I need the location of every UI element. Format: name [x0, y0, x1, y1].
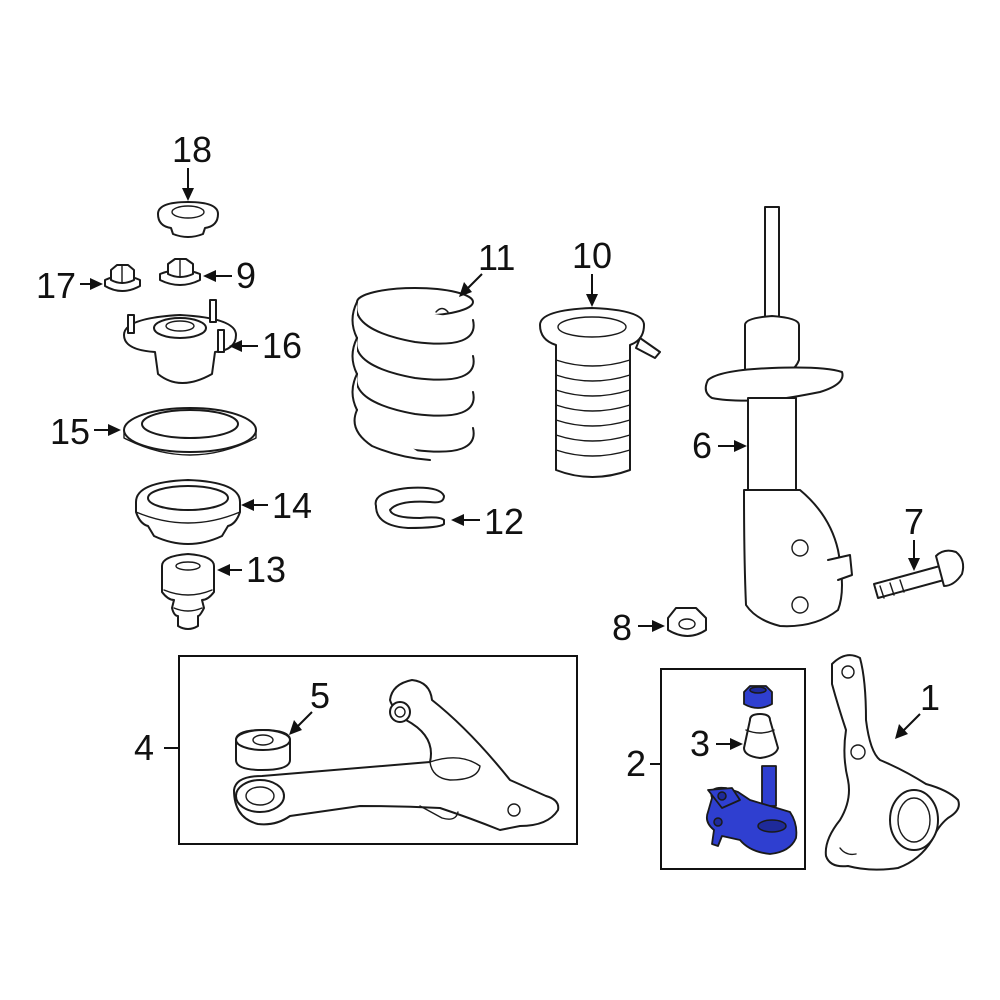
- callout-17: 17: [36, 265, 76, 306]
- callout-10: 10: [572, 235, 612, 276]
- callout-6: 6: [692, 425, 712, 466]
- callout-15: 15: [50, 411, 90, 452]
- callout-16: 16: [262, 325, 302, 366]
- part-15-bearing-ring[interactable]: [123, 407, 257, 456]
- callout-8: 8: [612, 607, 632, 648]
- part-7-bolt[interactable]: [873, 549, 965, 599]
- part-17-nut[interactable]: [104, 264, 141, 292]
- callout-4: 4: [134, 727, 154, 768]
- callout-7: 7: [904, 501, 924, 542]
- callout-14: 14: [272, 485, 312, 526]
- callout-11: 11: [478, 237, 515, 278]
- group-box-2: [660, 668, 806, 870]
- callout-13: 13: [246, 549, 286, 590]
- part-5-bushing[interactable]: [235, 729, 291, 771]
- part-3-ball-joint-boot[interactable]: [743, 713, 779, 759]
- part-1-steering-knuckle[interactable]: [824, 654, 960, 871]
- part-12-spring-insulator[interactable]: [374, 486, 445, 529]
- part-11-coil-spring[interactable]: [351, 287, 475, 461]
- callout-9: 9: [236, 255, 256, 296]
- part-18-mount-cap[interactable]: [157, 201, 219, 238]
- part-10-dust-boot[interactable]: [539, 307, 661, 478]
- part-8-nut[interactable]: [667, 607, 707, 637]
- callout-12: 12: [484, 501, 524, 542]
- part-4-lower-control-arm[interactable]: [233, 679, 560, 831]
- part-6-strut[interactable]: [704, 206, 853, 628]
- part-9-flange-nut[interactable]: [159, 258, 201, 286]
- callout-5: 5: [310, 675, 330, 716]
- callout-1: 1: [920, 677, 940, 718]
- part-16-strut-mount[interactable]: [123, 299, 237, 384]
- callout-18: 18: [172, 129, 212, 170]
- part-2-ball-joint[interactable]: [705, 765, 798, 855]
- part-2-ball-joint-nut[interactable]: [743, 685, 773, 709]
- group-box-4: [178, 655, 578, 845]
- part-13-bump-stop[interactable]: [161, 553, 215, 630]
- part-14-spring-seat[interactable]: [135, 479, 241, 545]
- callout-2: 2: [626, 743, 646, 784]
- callout-3: 3: [690, 723, 710, 764]
